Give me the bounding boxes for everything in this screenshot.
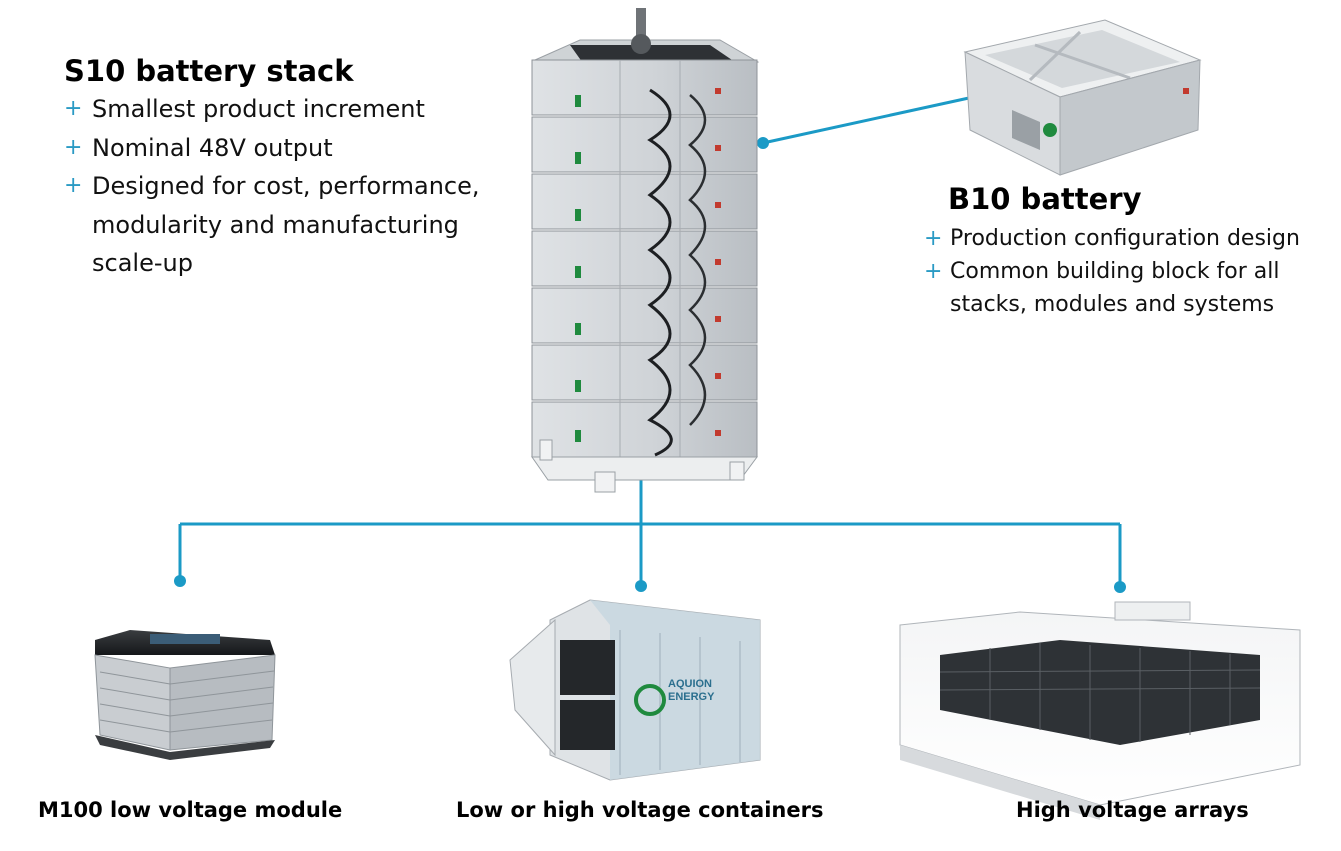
s10-title: S10 battery stack <box>64 54 354 88</box>
list-item: +Common building block for all stacks, m… <box>924 255 1309 321</box>
list-item: +Production configuration design <box>924 222 1309 255</box>
connector-lines <box>178 94 1122 586</box>
s10-block: S10 battery stack +Smallest product incr… <box>64 54 514 283</box>
m100-module-image <box>94 630 276 760</box>
plus-icon: + <box>924 259 943 284</box>
arrays-image <box>899 601 1301 820</box>
b10-bullet-list: +Production configuration design +Common… <box>924 222 1309 321</box>
list-item: +Designed for cost, performance, modular… <box>64 167 514 283</box>
brand-label: AQUION ENERGY <box>668 678 715 703</box>
plus-icon: + <box>924 226 943 251</box>
list-item: +Smallest product increment <box>64 90 514 129</box>
plus-icon: + <box>64 96 83 121</box>
connector-dot-icon <box>174 137 1126 593</box>
plus-icon: + <box>64 134 83 160</box>
b10-battery-image <box>963 19 1202 176</box>
caption-m100: M100 low voltage module <box>38 798 343 822</box>
container-image <box>509 599 761 781</box>
list-item: +Nominal 48V output <box>64 129 514 168</box>
caption-containers: Low or high voltage containers <box>456 798 824 822</box>
plus-icon: + <box>64 173 83 198</box>
s10-stack-image <box>531 8 760 493</box>
caption-arrays: High voltage arrays <box>1016 798 1249 822</box>
b10-title: B10 battery <box>948 182 1142 216</box>
b10-block: B10 battery +Production configuration de… <box>924 182 1309 321</box>
s10-bullet-list: +Smallest product increment +Nominal 48V… <box>64 90 514 283</box>
